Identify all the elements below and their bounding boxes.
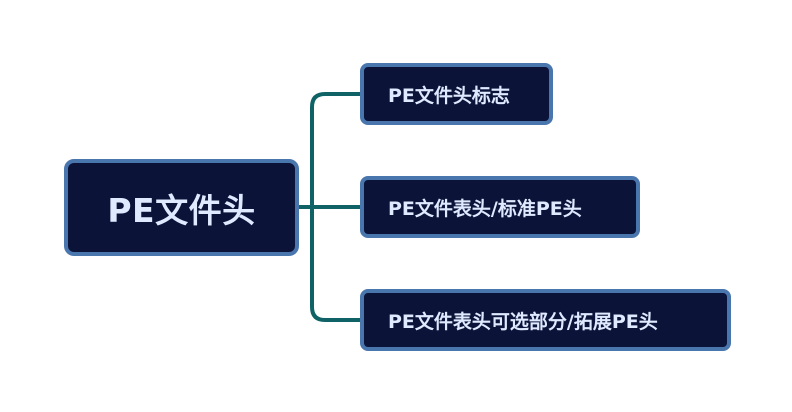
child-node-3[interactable]: PE文件表头可选部分/拓展PE头 bbox=[360, 289, 731, 351]
branch-connector-3 bbox=[310, 205, 362, 322]
root-node[interactable]: PE文件头 bbox=[64, 159, 299, 256]
child-node-1-label: PE文件头标志 bbox=[388, 84, 510, 107]
root-node-label: PE文件头 bbox=[107, 190, 256, 230]
child-node-3-label: PE文件表头可选部分/拓展PE头 bbox=[388, 310, 658, 333]
child-node-2[interactable]: PE文件表头/标准PE头 bbox=[360, 176, 640, 238]
child-node-1[interactable]: PE文件头标志 bbox=[360, 63, 553, 125]
branch-connector-1 bbox=[310, 92, 362, 209]
child-node-2-label: PE文件表头/标准PE头 bbox=[388, 197, 582, 220]
